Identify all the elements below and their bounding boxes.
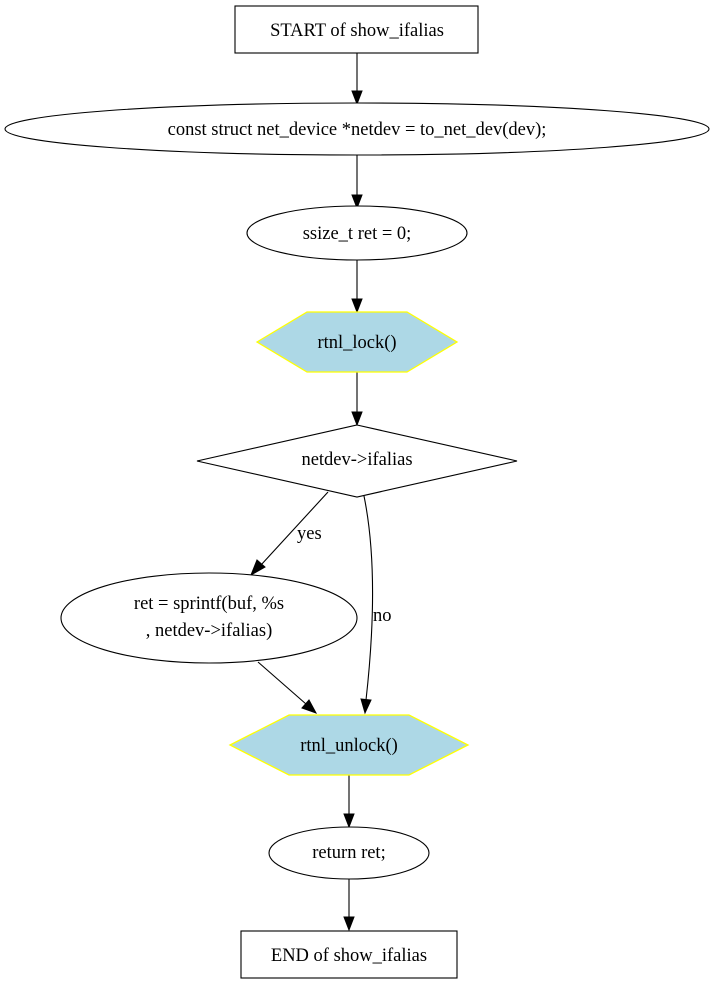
node-return-ret-label: return ret; — [312, 843, 385, 863]
edge-netdev-decl-to-ret-decl — [351, 155, 363, 210]
node-rtnl-unlock: rtnl_unlock() — [228, 714, 470, 776]
node-netdev-decl-label: const struct net_device *netdev = to_net… — [168, 120, 547, 140]
node-rtnl-lock: rtnl_lock() — [255, 311, 459, 373]
node-start-label: START of show_ifalias — [270, 21, 444, 41]
edge-ifalias-check-yes — [250, 491, 329, 577]
node-ifalias-check-label: netdev->ifalias — [301, 450, 412, 470]
node-ifalias-check: netdev->ifalias — [196, 424, 518, 498]
node-sprintf-call: ret = sprintf(buf, %s , netdev->ifalias) — [60, 572, 358, 664]
node-sprintf-call-label-line1: ret = sprintf(buf, %s — [134, 594, 284, 614]
edge-start-to-netdev-decl — [351, 53, 363, 106]
node-ret-decl: ssize_t ret = 0; — [246, 205, 468, 261]
node-end-label: END of show_ifalias — [271, 946, 427, 966]
node-end: END of show_ifalias — [240, 930, 458, 979]
edge-return-to-end — [343, 879, 355, 932]
edge-ifalias-check-no — [360, 495, 374, 715]
node-ret-decl-label: ssize_t ret = 0; — [303, 224, 412, 244]
node-netdev-decl: const struct net_device *netdev = to_net… — [4, 102, 710, 156]
edge-label-yes: yes — [297, 524, 322, 544]
node-return-ret: return ret; — [268, 826, 430, 880]
node-sprintf-call-label-line2: , netdev->ifalias) — [146, 621, 273, 641]
edge-sprintf-to-rtnl-unlock — [257, 661, 318, 714]
edge-rtnl-unlock-to-return — [343, 775, 355, 829]
edge-rtnl-lock-to-ifalias-check — [351, 372, 363, 427]
node-start: START of show_ifalias — [234, 5, 479, 54]
node-rtnl-lock-label: rtnl_lock() — [317, 333, 396, 353]
node-rtnl-unlock-label: rtnl_unlock() — [300, 736, 398, 756]
edge-label-no: no — [373, 606, 392, 626]
edge-ret-decl-to-rtnl-lock — [351, 259, 363, 314]
